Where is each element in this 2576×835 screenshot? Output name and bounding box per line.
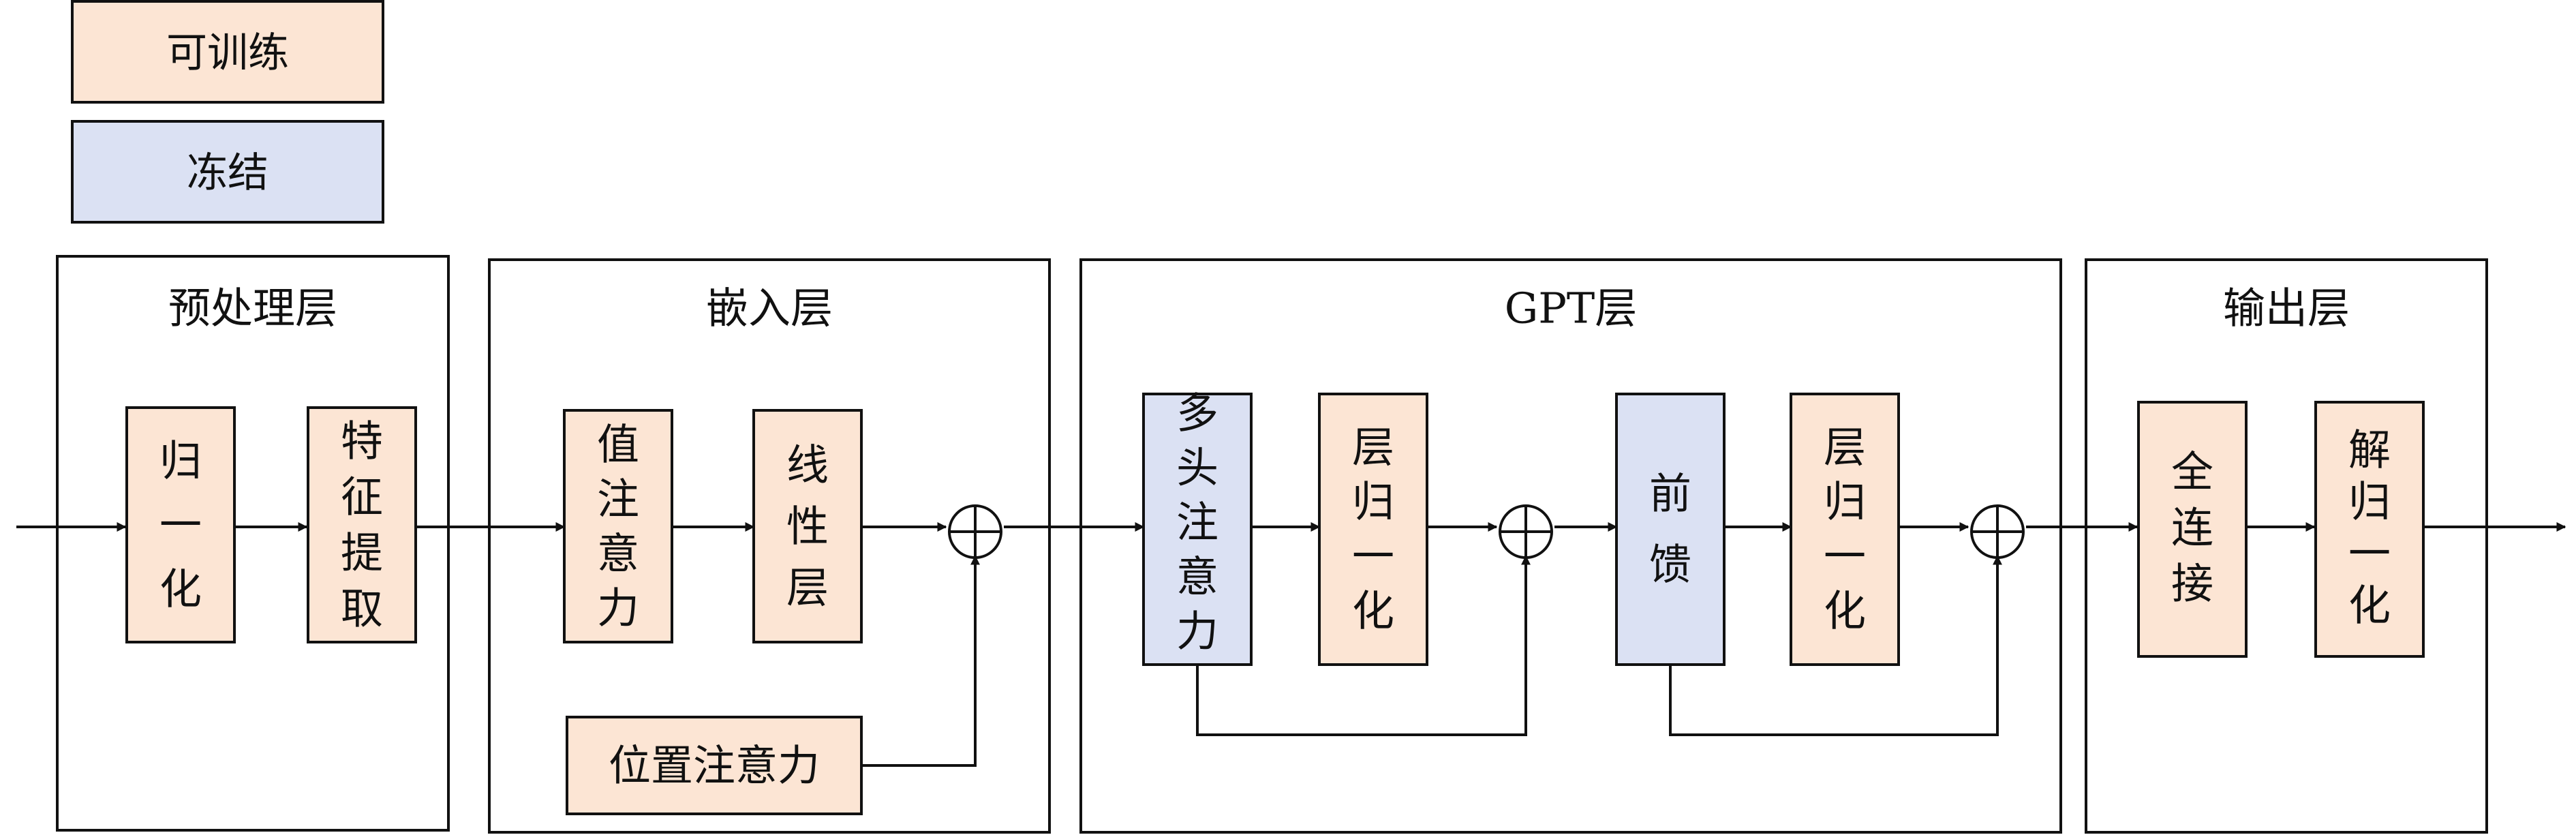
block-layer-norm-2: 层归一化 [1790, 393, 1900, 666]
legend-frozen-swatch [71, 120, 384, 224]
section-embedding: 嵌入层 [488, 258, 1051, 834]
section-preprocess: 预处理层 [56, 255, 450, 832]
adder-2 [1499, 504, 1553, 559]
block-layer-norm-1: 层归一化 [1318, 393, 1428, 666]
block-layer-norm-1-label: 层归一化 [1352, 423, 1394, 636]
section-preprocess-title: 预处理层 [168, 284, 337, 333]
block-value-attention-label: 值注意力 [597, 420, 639, 633]
adder-1 [948, 504, 1002, 559]
block-layer-norm-2-label: 层归一化 [1824, 423, 1866, 636]
legend-frozen-label: 冻结 [187, 149, 269, 197]
block-normalize-label: 归一化 [159, 436, 202, 614]
section-gpt-frame [1079, 258, 2062, 834]
section-embedding-title: 嵌入层 [706, 284, 833, 333]
adder-3 [1970, 504, 2025, 559]
connections [16, 522, 2566, 767]
block-linear-layer: 线性层 [752, 409, 863, 643]
section-output-title: 输出层 [2223, 284, 2350, 333]
section-preprocess-frame [56, 255, 450, 832]
arrow-residual-2 [1669, 555, 2002, 736]
block-linear-layer-label: 线性层 [786, 440, 829, 613]
block-feed-forward-label: 前馈 [1649, 469, 1691, 590]
section-gpt-title: GPT层 [1505, 284, 1638, 333]
legend-trainable-label: 可训练 [166, 29, 289, 77]
block-position-attention: 位置注意力 [566, 716, 863, 815]
section-gpt: GPT层 [1079, 258, 2062, 834]
block-value-attention: 值注意力 [563, 409, 673, 643]
legend: 可训练 冻结 [71, 0, 384, 224]
block-multihead-attention-label: 多头注意力 [1176, 389, 1218, 656]
block-feed-forward: 前馈 [1615, 393, 1726, 666]
block-position-attention-label: 位置注意力 [609, 741, 820, 791]
block-feature-extract-label: 特征提取 [341, 416, 383, 634]
block-fully-connected-label: 全连接 [2171, 447, 2213, 609]
section-output: 输出层 [2085, 258, 2488, 834]
block-fully-connected: 全连接 [2137, 401, 2248, 658]
legend-trainable-swatch [71, 0, 384, 104]
arrow-position-to-add1 [861, 555, 980, 767]
arrow-residual-1 [1196, 555, 1531, 736]
section-output-frame [2085, 258, 2488, 834]
block-denormalize: 解归一化 [2314, 401, 2425, 658]
section-embedding-frame [488, 258, 1051, 834]
block-multihead-attention: 多头注意力 [1142, 389, 1253, 666]
block-feature-extract: 特征提取 [307, 406, 417, 643]
block-normalize: 归一化 [125, 406, 236, 643]
block-denormalize-label: 解归一化 [2348, 425, 2391, 631]
